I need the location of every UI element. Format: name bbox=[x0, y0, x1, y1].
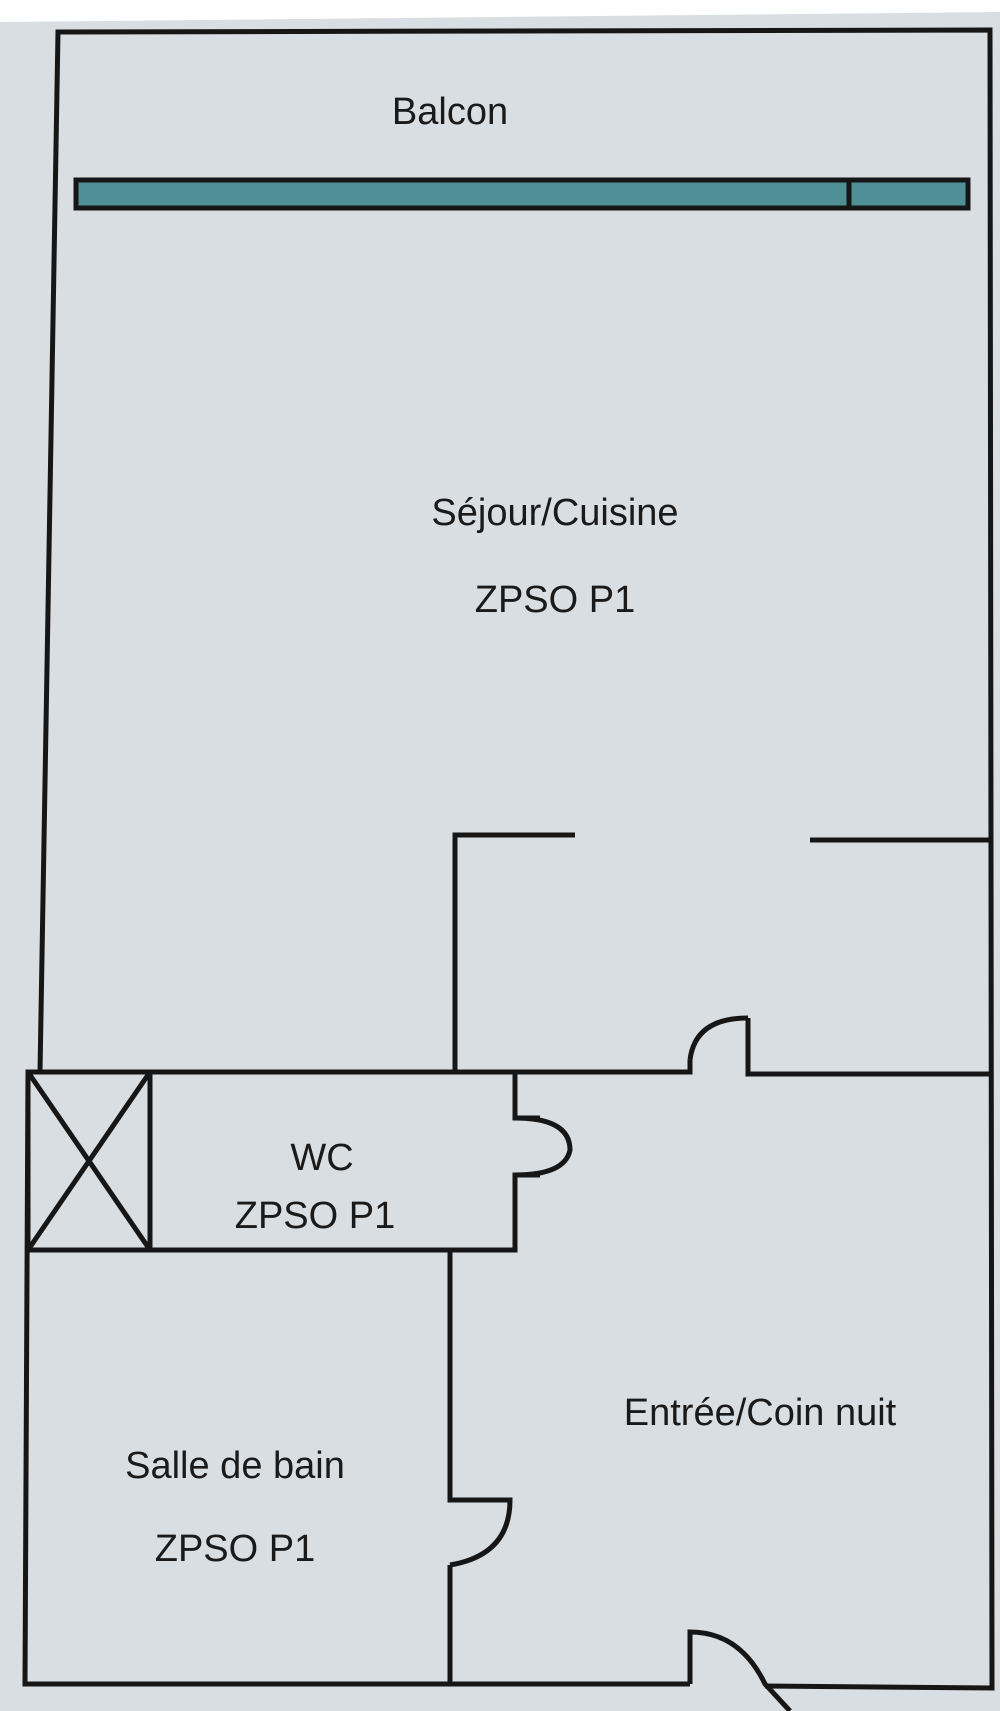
room-label-entry: Entrée/Coin nuit bbox=[624, 1392, 897, 1434]
room-label-wc: WC bbox=[290, 1137, 353, 1179]
room-code-living: ZPSO P1 bbox=[475, 579, 636, 621]
wc-door-arc bbox=[514, 1115, 573, 1178]
room-label-bathroom: Salle de bain bbox=[125, 1445, 345, 1487]
partition-wall-living bbox=[28, 832, 992, 1077]
room-code-wc: ZPSO P1 bbox=[235, 1195, 396, 1237]
room-label-living: Séjour/Cuisine bbox=[431, 492, 678, 534]
bathroom-door-arc bbox=[449, 1497, 513, 1568]
entry-door bbox=[687, 1629, 792, 1711]
paper-background bbox=[0, 12, 1000, 1711]
room-label-balcony: Balcon bbox=[392, 91, 508, 133]
technical-shaft bbox=[25, 1069, 153, 1253]
balcony-window bbox=[73, 177, 971, 211]
living-door-arc bbox=[687, 1015, 749, 1061]
outer-wall bbox=[22, 27, 995, 1691]
room-code-bathroom: ZPSO P1 bbox=[155, 1528, 316, 1570]
